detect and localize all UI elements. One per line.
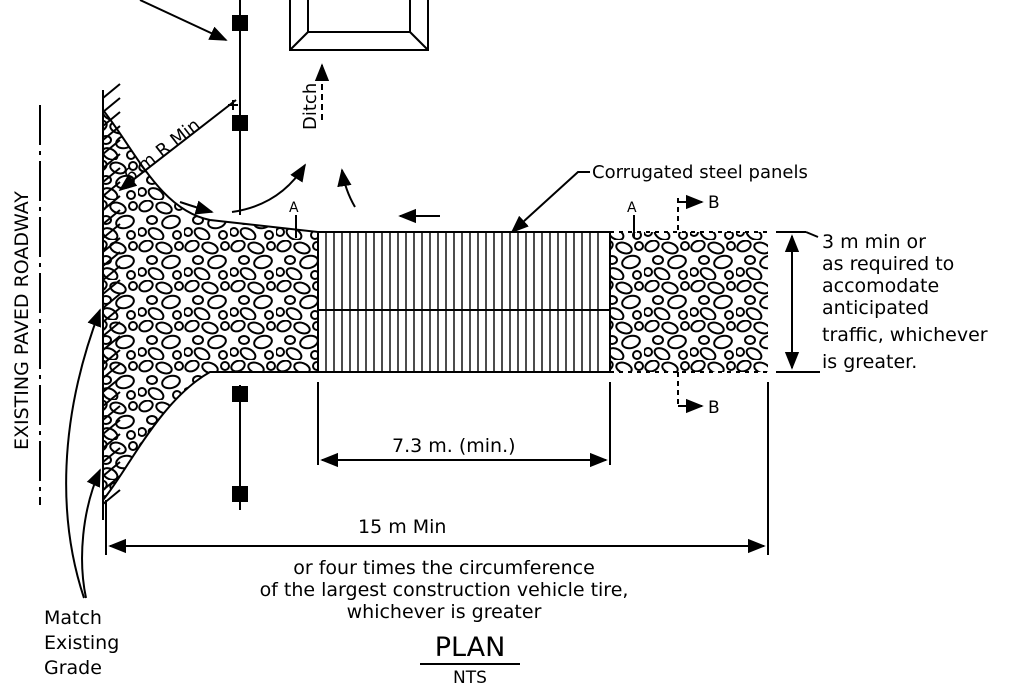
ditch-label: Ditch	[300, 83, 321, 130]
section-a-right: A	[627, 200, 637, 216]
svg-text:traffic, whichever: traffic, whichever	[822, 324, 988, 346]
section-a-marks: A A	[289, 200, 637, 238]
svg-text:anticipated: anticipated	[822, 297, 929, 319]
fence-post	[232, 486, 248, 502]
radius-dimension	[118, 99, 237, 192]
section-b-bottom: B	[708, 398, 720, 418]
panel-length-label: 7.3 m. (min.)	[392, 435, 516, 457]
plan-title: PLAN	[435, 632, 506, 663]
svg-text:whichever is greater: whichever is greater	[347, 601, 542, 623]
svg-text:Grade: Grade	[44, 657, 102, 679]
fence-leader	[139, 0, 228, 41]
svg-text:is greater.: is greater.	[822, 351, 917, 373]
svg-text:3 m min or: 3 m min or	[822, 231, 926, 253]
stone-aggregate-left	[102, 107, 319, 503]
flow-arrows	[179, 163, 440, 224]
svg-text:or four times the circumferenc: or four times the circumference	[293, 557, 595, 579]
length-note: or four times the circumference of the l…	[260, 557, 629, 623]
svg-text:of the largest construction ve: of the largest construction vehicle tire…	[260, 579, 629, 601]
drainage-inlet	[289, 0, 429, 51]
section-b-marks	[677, 194, 704, 414]
roadway-label: EXISTING PAVED ROADWAY	[11, 191, 33, 450]
total-length-label: 15 m Min	[358, 516, 446, 538]
panels-leader	[510, 171, 590, 234]
total-length-dimension	[105, 382, 769, 555]
width-note: 3 m min or as required to accomodate ant…	[822, 231, 988, 373]
svg-text:Existing: Existing	[44, 632, 119, 654]
stone-aggregate-right	[610, 232, 768, 372]
scale-label: NTS	[453, 668, 487, 688]
svg-text:Match: Match	[44, 607, 102, 629]
fence-post	[232, 386, 248, 402]
grade-note: Match Existing Grade	[44, 607, 119, 679]
fence-post	[232, 15, 248, 31]
panel-length-dimension	[317, 382, 611, 468]
section-b-top: B	[708, 193, 720, 213]
panels-label: Corrugated steel panels	[592, 162, 808, 183]
section-a-left: A	[289, 200, 299, 216]
fence-line	[232, 0, 248, 510]
width-dimension	[776, 231, 820, 373]
grade-leaders	[65, 308, 101, 599]
corrugated-steel-panels	[317, 231, 611, 373]
svg-text:accomodate: accomodate	[822, 275, 939, 297]
svg-text:as required to: as required to	[822, 253, 954, 275]
fence-post	[232, 115, 248, 131]
